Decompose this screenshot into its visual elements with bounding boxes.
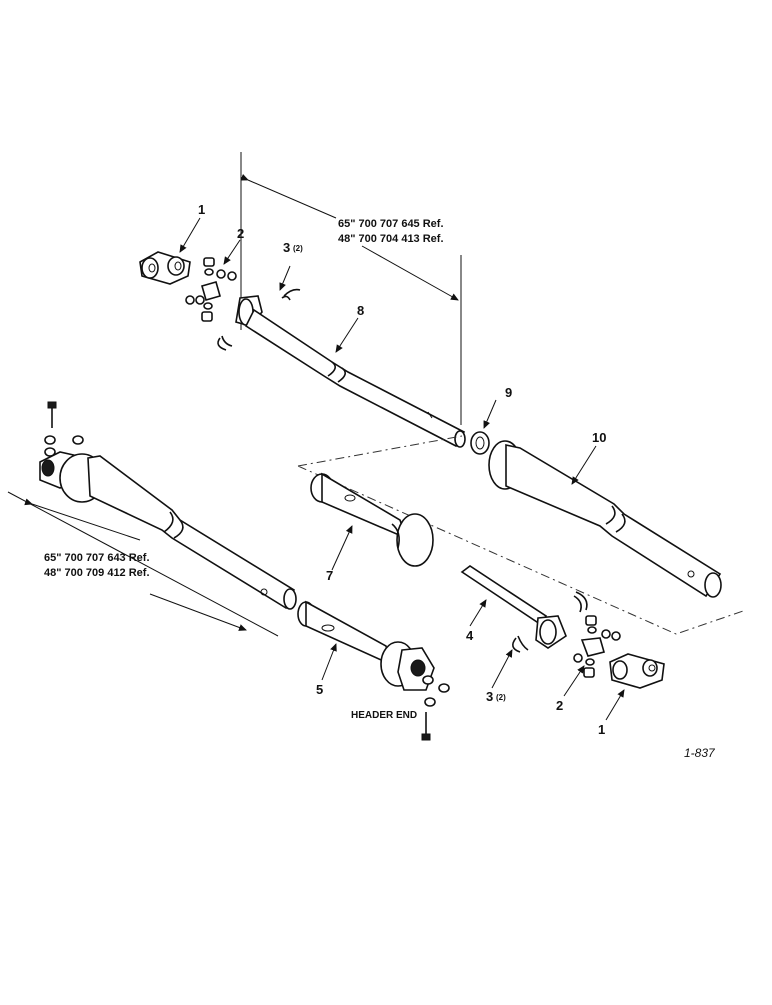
upper-dimension: 65" 700 707 645 Ref. 48" 700 704 413 Ref…: [240, 152, 462, 425]
callout-shield-right: 10: [592, 430, 606, 445]
callout-shield-header: 5: [316, 682, 323, 697]
right-shield: [488, 440, 722, 598]
upper-snap-rings: [217, 288, 301, 351]
callout-shield-center: 7: [326, 568, 333, 583]
callout-tube-upper: 8: [357, 303, 364, 318]
upper-dimension-line1: 65" 700 707 645 Ref.: [338, 218, 444, 230]
lower-snap-rings: [512, 591, 588, 653]
leader-lines: [179, 217, 625, 721]
callout-snap-ring-upper: 3: [283, 240, 290, 255]
lower-yoke-right: [609, 653, 665, 689]
callout-labels: 1 2 3 (2) 8 9 10 7 4 5 3 (2) 2 1: [198, 202, 606, 737]
callout-cross-kit-upper: 2: [237, 226, 244, 241]
figure-number: 1-837: [684, 746, 716, 760]
upper-yoke: [139, 251, 191, 285]
lower-bolt-set: [44, 401, 84, 457]
callout-snap-ring-upper-qty: (2): [293, 244, 303, 253]
header-bolt-set: [421, 683, 450, 741]
callout-snap-ring-lower: 3: [486, 689, 493, 704]
upper-bearing: [470, 431, 490, 455]
header-shield: [297, 600, 435, 691]
callout-shaft-inner: 4: [466, 628, 474, 643]
callout-snap-ring-lower-qty: (2): [496, 693, 506, 702]
upper-tube: [235, 295, 466, 448]
callout-yoke-upper: 1: [198, 202, 205, 217]
upper-dimension-line2: 48" 700 704 413 Ref.: [338, 233, 444, 245]
callout-cross-kit-lower: 2: [556, 698, 563, 713]
lower-tube: [87, 455, 297, 610]
callout-yoke-lower: 1: [598, 722, 605, 737]
lower-dimension: 65" 700 707 643 Ref. 48" 700 709 412 Ref…: [7, 491, 279, 637]
lower-dimension-line2: 48" 700 709 412 Ref.: [44, 567, 150, 579]
upper-cross-bearing-kit: [185, 257, 237, 322]
callout-bearing: 9: [505, 385, 512, 400]
center-shield: [310, 472, 434, 567]
inner-shaft: [460, 565, 567, 649]
header-end-label: HEADER END: [351, 710, 417, 721]
lower-dimension-line1: 65" 700 707 643 Ref.: [44, 552, 150, 564]
